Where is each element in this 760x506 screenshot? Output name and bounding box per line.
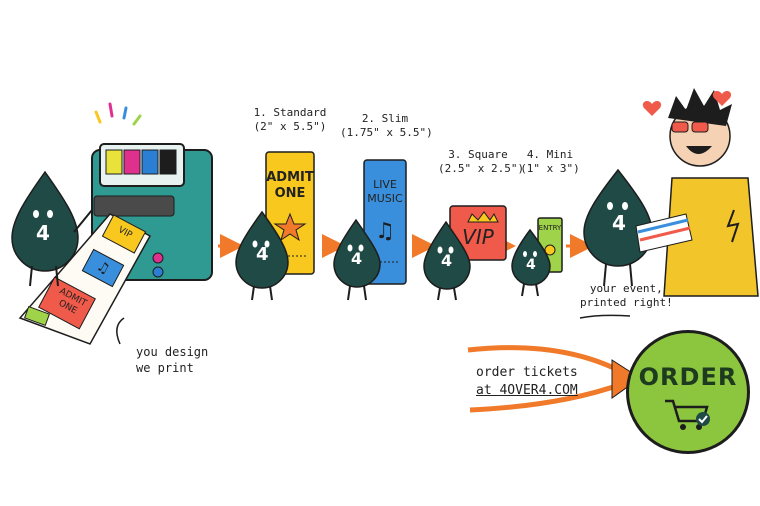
- size-title: 3. Square: [448, 148, 508, 161]
- mascot-number: 4: [36, 221, 50, 245]
- order-button[interactable]: ORDER: [626, 330, 750, 454]
- mascot-number: 4: [612, 211, 626, 235]
- size-label-slim: 2. Slim (1.75" x 5.5"): [340, 112, 433, 140]
- order-arrow: [467, 345, 641, 413]
- cart-icon: [665, 399, 710, 430]
- ticket-text-standard: ADMIT ONE: [266, 170, 314, 201]
- svg-text:♫: ♫: [375, 219, 395, 244]
- mascot-standard: [235, 210, 289, 301]
- happy-customer: [635, 88, 759, 297]
- size-dims: (1" x 3"): [520, 162, 580, 175]
- size-dims: (2.5" x 2.5"): [438, 162, 525, 175]
- size-label-standard: 1. Standard (2" x 5.5"): [250, 106, 330, 134]
- ticket-strip: ♫: [18, 213, 152, 345]
- mascot-number: 4: [441, 251, 453, 270]
- ticket-square: [449, 205, 507, 261]
- mascot-square: [423, 220, 471, 301]
- ticket-text-square: VIP: [462, 225, 494, 249]
- ticket-text-mini: ENTRY: [538, 224, 562, 232]
- size-dims: (2" x 5.5"): [253, 120, 327, 133]
- order-note: order tickets at 4OVER4.COM: [476, 365, 578, 398]
- size-label-mini: 4. Mini (1" x 3"): [520, 148, 580, 176]
- mascot-printer-operator: [11, 170, 93, 287]
- mascot-mini: [511, 228, 551, 297]
- size-label-square: 3. Square (2.5" x 2.5"): [438, 148, 525, 176]
- caption-your-event: your event, printed right!: [580, 282, 673, 309]
- mascot-number: 4: [351, 249, 363, 268]
- size-title: 1. Standard: [253, 106, 327, 119]
- website-link[interactable]: at 4OVER4.COM: [476, 383, 578, 398]
- mascot-number: 4: [526, 257, 536, 273]
- size-dims: (1.75" x 5.5"): [340, 126, 433, 139]
- mascot-delivery: [583, 168, 653, 287]
- size-title: 4. Mini: [526, 148, 574, 161]
- caption-you-design: you design we print: [136, 345, 209, 375]
- heart-icon: [642, 91, 732, 116]
- mascot-number: 4: [256, 244, 269, 265]
- size-title: 2. Slim: [361, 112, 409, 125]
- ticket-text-slim: LIVE MUSIC: [367, 178, 403, 205]
- sparkle-lines: [94, 102, 142, 126]
- caption-underline: [579, 314, 631, 319]
- pointer-arrow: [116, 317, 125, 345]
- mascot-slim: [333, 218, 381, 301]
- order-button-label: ORDER: [638, 363, 738, 391]
